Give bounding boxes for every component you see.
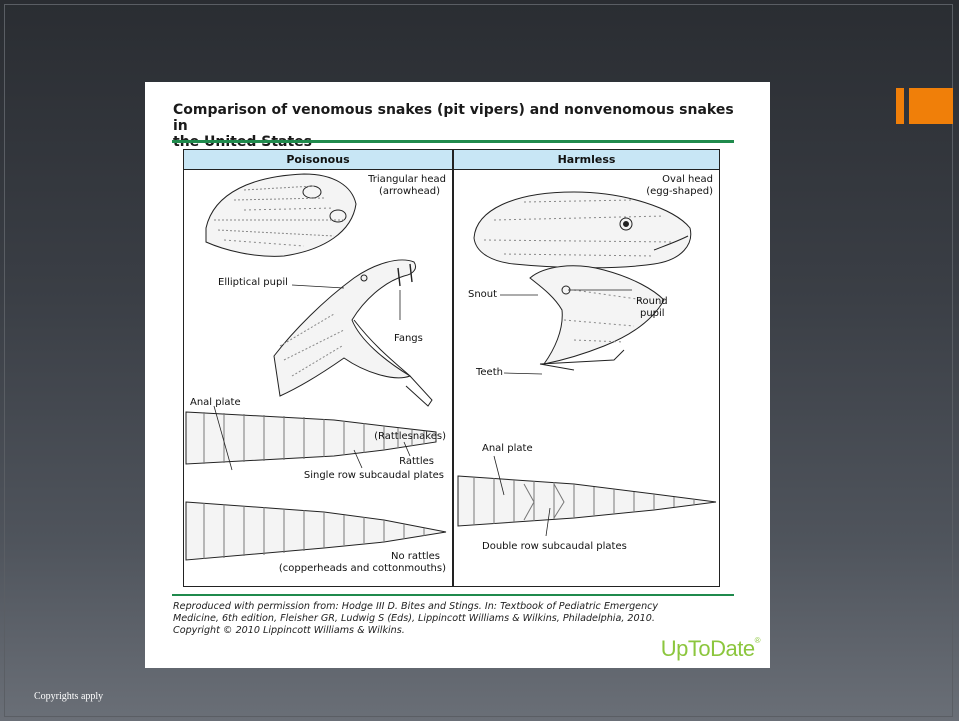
triangular-head-drawing [206,174,356,256]
copyright-footer: Copyrights apply [34,691,103,702]
round-pupil-label-1: Round [636,296,668,308]
uptodate-logo: UpToDate® [661,636,760,662]
harmless-column: Harmless [454,150,719,586]
teeth-label: Teeth [476,367,503,379]
no-rattles-label: No rattles [391,551,440,563]
elliptical-pupil-label: Elliptical pupil [218,277,288,289]
citation-line1: Reproduced with permission from: Hodge I… [173,601,748,613]
accent-bar-thick [909,88,953,124]
citation-line2: Medicine, 6th edition, Fleisher GR, Ludw… [173,613,748,625]
citation: Reproduced with permission from: Hodge I… [173,601,748,637]
poisonous-column: Poisonous [184,150,454,586]
comparison-table: Poisonous [183,149,720,587]
figure-title-line1: Comparison of venomous snakes (pit viper… [173,102,734,134]
logo-text: UpToDate [661,636,755,661]
oval-head-label-2: (egg-shaped) [646,186,713,198]
fangs-label: Fangs [394,333,423,345]
table-bottom-rule [172,594,734,596]
copperheads-label: (copperheads and cottonmouths) [279,563,446,575]
rattles-label: Rattles [399,456,434,468]
oval-head-label-1: Oval head [662,174,713,186]
round-pupil-label-2: pupil [640,308,665,320]
triangular-head-label-1: Triangular head [368,174,446,186]
triangular-head-label-2: (arrowhead) [379,186,440,198]
title-rule [172,140,734,143]
oval-head-drawing [474,192,691,268]
single-row-subcaudal-label: Single row subcaudal plates [304,470,444,482]
anal-plate-label-right: Anal plate [482,443,533,455]
figure-card: Comparison of venomous snakes (pit viper… [145,82,770,668]
double-row-subcaudal-label: Double row subcaudal plates [482,541,627,553]
snout-label: Snout [468,289,497,301]
anal-plate-label-left: Anal plate [190,397,241,409]
harmless-tail-drawing [458,476,716,526]
rattlesnakes-label: (Rattlesnakes) [374,431,446,443]
logo-registered-mark: ® [755,636,760,645]
poisonous-illustrations [184,150,452,588]
accent-bar-thin [896,88,904,124]
